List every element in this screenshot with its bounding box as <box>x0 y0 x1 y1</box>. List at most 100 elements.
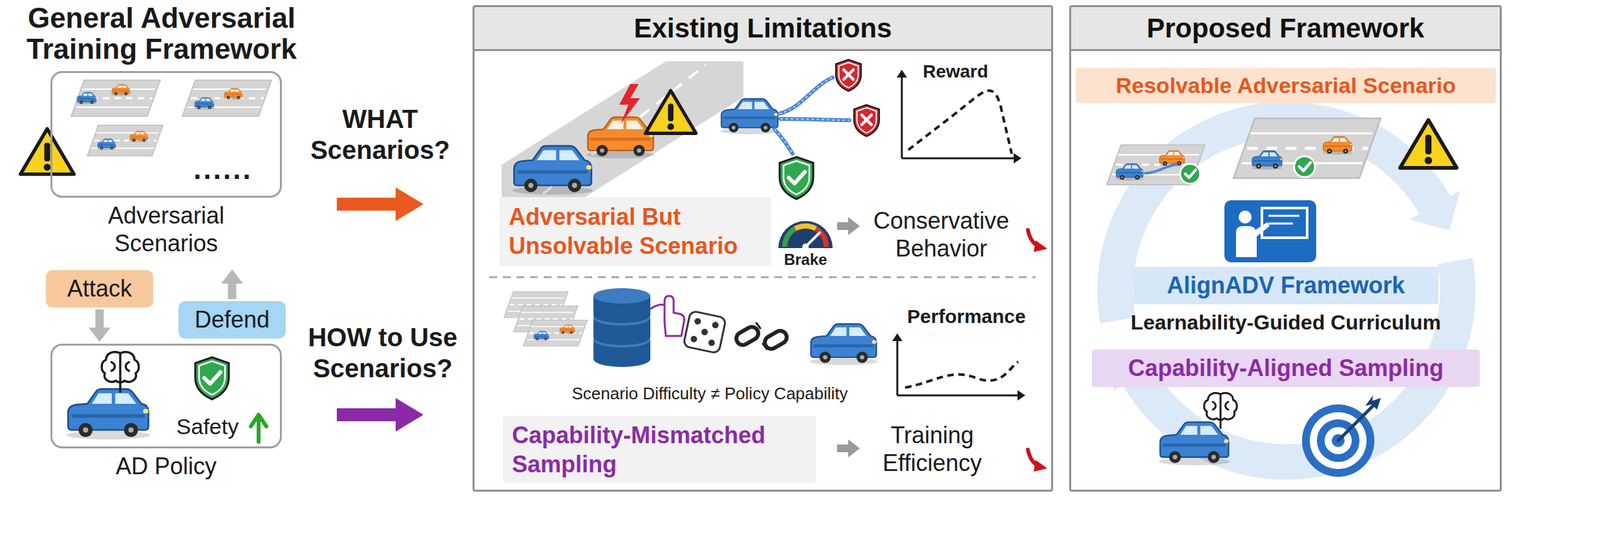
art-path <box>1338 405 1374 441</box>
art-use <box>522 320 587 346</box>
art-use <box>1294 156 1315 178</box>
section-title: General Adversarial Training Framework <box>9 2 314 66</box>
art-use <box>559 325 576 335</box>
art-path <box>892 333 903 342</box>
art-path <box>1236 222 1270 258</box>
art-use <box>195 357 229 400</box>
art-path <box>1017 390 1026 401</box>
art-path <box>896 69 907 78</box>
question-label: HOW to Use Scenarios? <box>298 321 468 384</box>
art-use <box>1115 163 1144 181</box>
art-circle <box>1301 404 1375 478</box>
art-use <box>66 389 151 440</box>
art-use <box>194 97 215 110</box>
effect-label: Training Efficiency <box>854 421 1010 478</box>
art-circle <box>689 335 698 344</box>
art-path <box>650 305 665 310</box>
art-path <box>815 228 827 247</box>
proposed-panel: Proposed FrameworkResolvable Adversarial… <box>1069 5 1502 492</box>
art-rect <box>733 324 761 348</box>
reward-chart <box>896 69 1022 164</box>
art-path <box>778 77 833 114</box>
art-path <box>908 90 1012 154</box>
art-use <box>835 59 862 92</box>
art-use <box>87 125 163 157</box>
teacher-icon <box>1224 200 1317 263</box>
attack-box: Attack <box>45 270 154 308</box>
art-use <box>111 84 131 96</box>
art-path <box>901 74 904 159</box>
art-use <box>779 157 814 200</box>
scenario-group: Adversarial Scenarios <box>38 71 295 268</box>
art-use <box>224 88 244 100</box>
art-path <box>1409 190 1461 231</box>
art-ellipse <box>593 288 651 304</box>
art-g <box>683 310 726 354</box>
art-path <box>1365 395 1381 410</box>
unsolvable-art <box>501 59 880 200</box>
art-use <box>720 98 779 135</box>
small-arrow <box>837 217 860 236</box>
art-use <box>1204 393 1238 428</box>
art-path <box>774 129 793 154</box>
node-text: Capability-Aligned Sampling <box>1128 354 1444 383</box>
node-text: Capability-Mismatched Sampling <box>512 420 807 480</box>
art-use <box>645 90 696 134</box>
connector <box>221 269 244 300</box>
art-use <box>1322 136 1353 155</box>
art-use <box>533 331 550 342</box>
art-circle <box>707 339 716 348</box>
art-use <box>20 128 75 174</box>
ellipsis: ...... <box>177 152 269 187</box>
panel-header: Proposed Framework <box>1071 7 1500 52</box>
art-use <box>1027 449 1048 472</box>
note-label: Scenario Difficulty ≠ Policy Capability <box>535 384 885 405</box>
group-heading: Adversarial Scenarios <box>69 201 264 258</box>
art-circle <box>700 328 709 337</box>
connector-line <box>228 282 237 300</box>
performance-chart <box>892 333 1026 401</box>
art-path <box>778 77 833 114</box>
art-rect <box>683 310 726 354</box>
art-path <box>896 338 899 396</box>
art-path <box>774 129 793 154</box>
art-use <box>97 138 117 150</box>
connector <box>88 309 111 342</box>
node-text: Resolvable Adversarial Scenario <box>1115 72 1456 99</box>
framework-box: AlignADV Framework <box>1133 266 1439 305</box>
art-use <box>71 80 161 117</box>
how-arrow <box>336 398 424 432</box>
art-use <box>101 352 139 393</box>
art-use <box>1400 120 1457 169</box>
art-path <box>756 323 767 350</box>
group-heading: AD Policy <box>69 452 264 481</box>
brake-gauge <box>778 221 833 251</box>
increase-arrow <box>250 415 267 443</box>
chart-label: Reward <box>900 60 1011 83</box>
art-use <box>853 104 880 137</box>
panel-title: Existing Limitations <box>633 12 892 44</box>
art-path <box>1013 153 1022 164</box>
art-circle <box>1238 210 1252 224</box>
aligned-art <box>1158 393 1381 478</box>
resolvable-art <box>1106 118 1457 185</box>
art-g <box>774 77 850 154</box>
node-text: Attack <box>67 274 132 303</box>
arrow-head <box>88 327 111 342</box>
art-path <box>795 226 816 229</box>
mismatch-art <box>503 288 878 368</box>
chart-label: Performance <box>895 305 1038 329</box>
art-path <box>619 84 640 125</box>
art-path <box>1144 164 1177 174</box>
art-circle <box>711 321 720 330</box>
art-path <box>780 118 850 121</box>
art-use <box>809 323 878 366</box>
art-path <box>905 362 1019 388</box>
node-text: Defend <box>194 305 270 334</box>
panel-header: Existing Limitations <box>474 7 1052 52</box>
art-use <box>76 92 97 105</box>
art-use <box>586 117 655 159</box>
art-circle <box>693 317 702 326</box>
art-path <box>501 61 744 198</box>
